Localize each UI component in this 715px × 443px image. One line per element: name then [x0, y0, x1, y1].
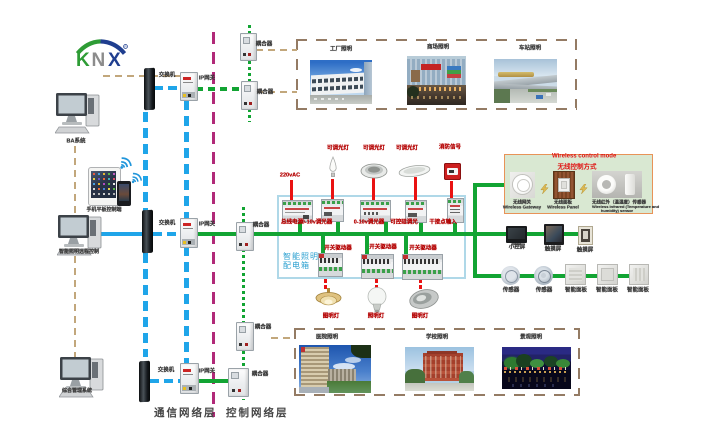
svg-text:K: K [76, 50, 90, 69]
svg-text:N: N [92, 50, 106, 69]
svg-text:R: R [124, 45, 127, 49]
svg-text:X: X [108, 50, 121, 69]
